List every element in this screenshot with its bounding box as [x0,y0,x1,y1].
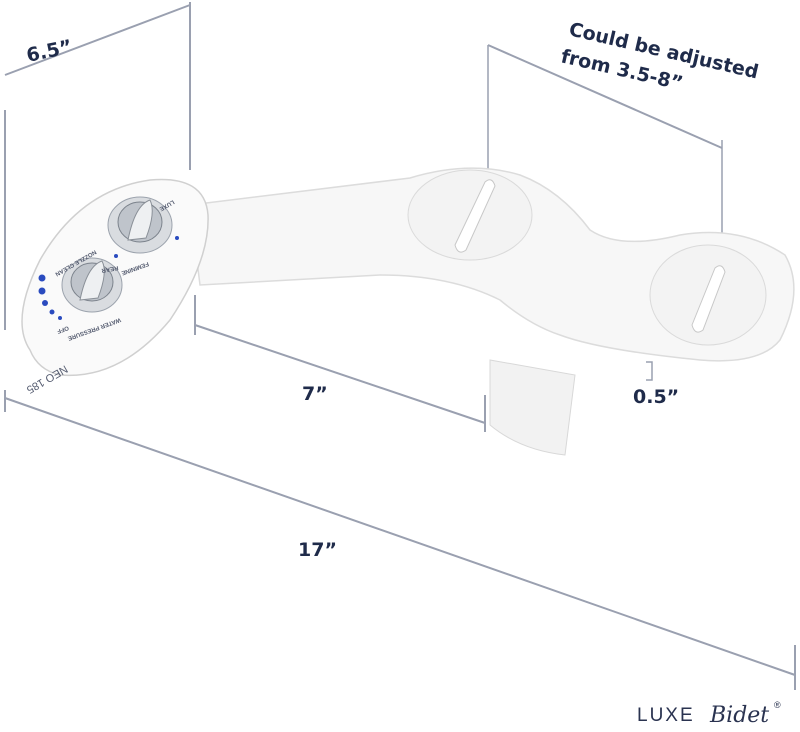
mounting-plate [189,167,795,362]
knob1-label-rear: REAR [100,264,118,273]
adjustment-slot-right [691,265,726,333]
adjust-dimension-line [487,44,723,149]
width-label: 6.5” [24,36,74,67]
arm-dimension-line [194,324,486,424]
logo-word-luxe: LUXE [637,705,695,726]
length-dimension-line [4,397,796,676]
dimension-lines [4,2,796,690]
bidet-attachment: LUXE FEMININE REAR NOZZLE CLEAN WATER PR… [21,167,795,456]
water-inlet-pipe [489,359,576,456]
logo-word-bidet: Bidet [709,703,769,728]
adjustment-slot-left [454,179,496,253]
width-dimension-line [4,4,191,76]
luxe-bidet-logo: LUXE Bidet ® [637,700,781,728]
knob-pressure[interactable] [61,257,123,313]
knob2-label-off: OFF [56,324,70,334]
spacer-bracket [646,361,653,381]
logo-registered-mark: ® [774,700,781,710]
arm-label: 7” [302,383,328,405]
length-label: 17” [298,539,337,561]
pressure-indicator-dots [38,236,179,320]
knob-mode[interactable] [107,196,173,254]
spacer-label: 0.5” [633,386,679,408]
